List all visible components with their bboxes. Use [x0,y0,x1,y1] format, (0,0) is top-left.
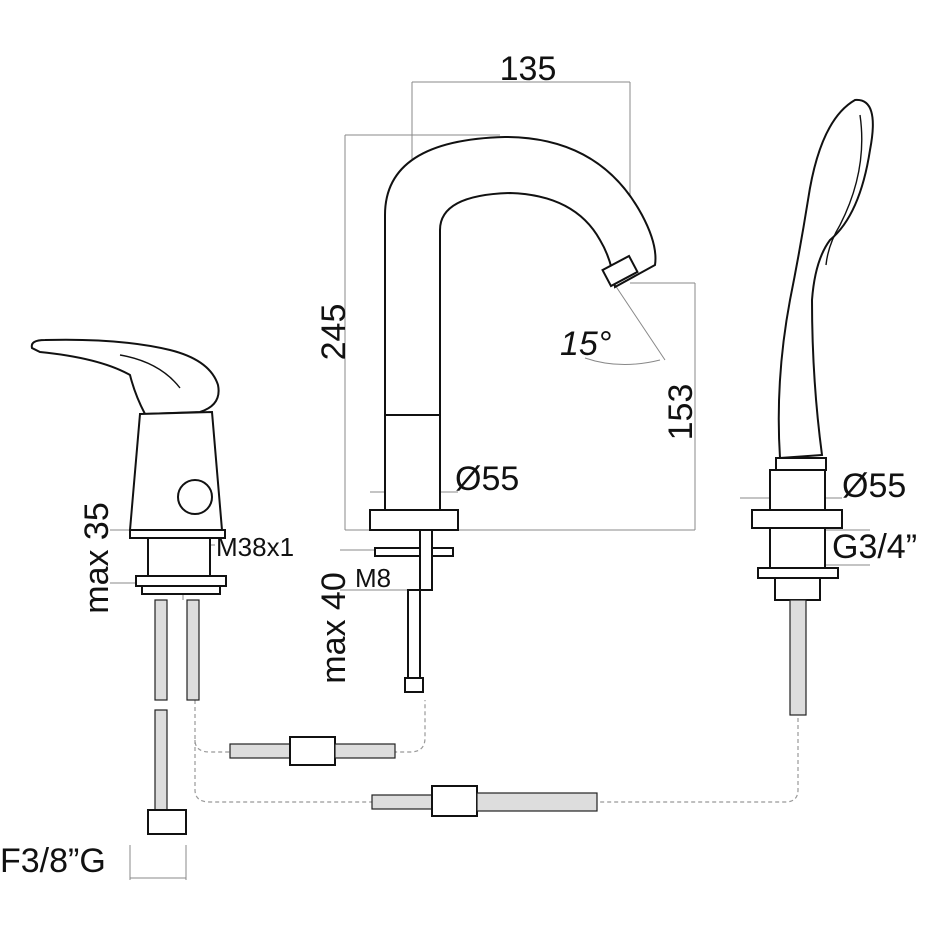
supply-nut [147,809,187,835]
mixer-max-deck-label: max 35 [78,502,116,614]
mixer-indicator-icon [177,479,213,515]
spout-base-diameter-label: Ø55 [455,460,519,498]
spout-angle-label: 15° [560,325,611,363]
spout-rod-thread-label: M8 [355,563,391,593]
connecting-hoses [229,736,598,817]
hand-shower [751,98,874,716]
shower-base-diameter-label: Ø55 [842,467,906,505]
shower-thread-label: G3/4” [832,528,917,566]
spout [369,135,657,693]
mixer-hose-cold [154,599,168,701]
spout-max-deck-label: max 40 [315,572,353,684]
hose-coupling-nut [289,736,336,766]
mixer-hose-hot [186,599,200,701]
shower-coupling-nut [431,785,478,817]
spout-height-label: 245 [315,304,353,361]
mixer-thread-label: M38x1 [216,532,294,562]
outlet-height-label: 153 [662,384,700,441]
shower-hose [789,599,807,716]
supply-thread-label: F3/8”G [0,842,106,880]
spout-reach-label: 135 [500,50,557,88]
mixer-body [30,338,227,835]
dimension-labels: 135 245 15° 153 Ø55 Ø55 G3/4” max 35 M38… [0,50,917,880]
